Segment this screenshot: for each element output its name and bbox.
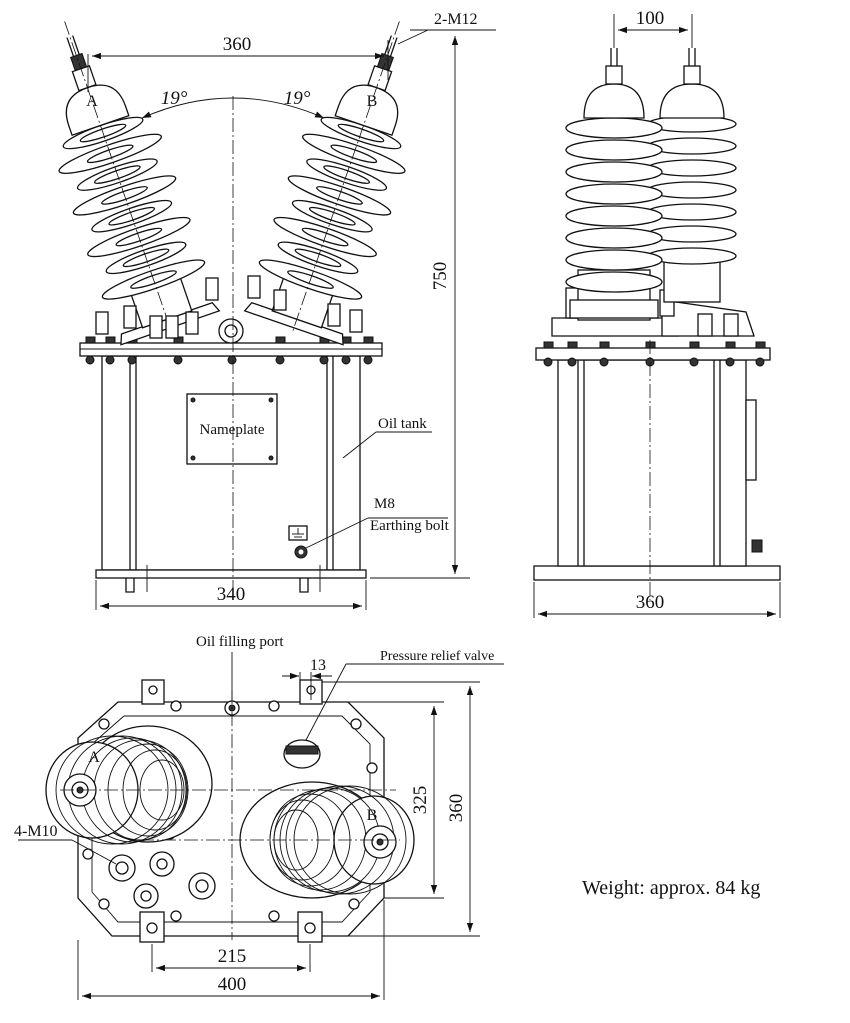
earthing-bolt-label: Earthing bolt (370, 518, 450, 534)
front-angle-left: 19° (161, 88, 188, 109)
plan-view: Oil filling port Pressure relief valve 1… (14, 634, 504, 1000)
side-dim-base-width: 360 (636, 592, 665, 613)
plan-dim-13: 13 (310, 657, 326, 674)
side-oil-tank (557, 359, 747, 567)
plan-dim-215: 215 (218, 946, 247, 967)
front-terminal-a: A (86, 93, 98, 110)
side-view: 100 360 (533, 8, 781, 618)
side-bushing-rear (647, 48, 737, 303)
mount-bolts-label: 4-M10 (14, 823, 58, 840)
nameplate-label: Nameplate (200, 422, 265, 438)
front-dim-height: 750 (430, 262, 451, 291)
plan-dim-400: 400 (218, 974, 247, 995)
front-dim-top-width: 360 (223, 34, 252, 55)
side-base-plate (533, 565, 781, 581)
earth-bolt-size-label: M8 (374, 496, 395, 512)
plan-dim-360: 360 (446, 794, 467, 823)
plan-secondary-terminals (108, 851, 216, 909)
front-dim-bolts: 2-M12 (434, 11, 478, 28)
oil-tank-label: Oil tank (378, 416, 427, 432)
front-view: 360 2-M12 19° 19° 750 340 A B Nameplate … (58, 11, 496, 610)
front-angle-right: 19° (284, 88, 311, 109)
weight-label: Weight: approx. 84 kg (582, 877, 760, 899)
pressure-relief-valve-label: Pressure relief valve (380, 649, 494, 664)
side-bushing-front (565, 48, 663, 321)
oil-filling-port-label: Oil filling port (196, 634, 284, 650)
front-dim-base-width: 340 (217, 584, 246, 605)
nameplate (186, 393, 278, 465)
plan-dim-325: 325 (410, 786, 431, 815)
plan-terminal-b: B (367, 807, 378, 824)
front-top-flange (79, 342, 383, 357)
plan-terminal-a: A (88, 749, 100, 766)
side-dim-bushing-spacing: 100 (636, 8, 665, 29)
front-terminal-b: B (367, 93, 378, 110)
plan-bushing-a (45, 725, 213, 845)
